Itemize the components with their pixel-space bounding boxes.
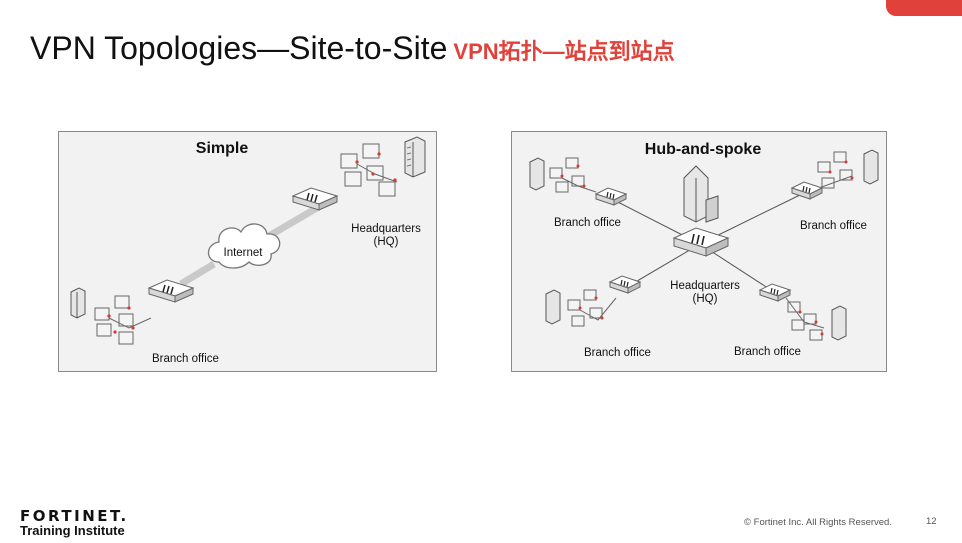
copyright-notice: © Fortinet Inc. All Rights Reserved. bbox=[744, 517, 892, 528]
hub-label-line1: Headquarters bbox=[670, 280, 740, 292]
fortinet-logo: FORTINET. bbox=[20, 507, 129, 526]
simple-diagram-title: Simple bbox=[196, 140, 249, 157]
training-institute-label: Training Institute bbox=[20, 523, 125, 538]
slide-title-chinese: VPN拓扑—站点到站点 bbox=[453, 39, 675, 64]
branch-label-top-left: Branch office bbox=[554, 217, 621, 229]
internet-cloud-icon bbox=[207, 223, 281, 269]
hub-and-spoke-panel: Headquarters (HQ) Branch office bbox=[511, 131, 887, 372]
branch-label-top-right: Branch office bbox=[800, 220, 867, 232]
hq-firewall-icon bbox=[291, 187, 339, 211]
branch-top-right-icon bbox=[790, 149, 879, 200]
hub-diagram-title: Hub-and-spoke bbox=[645, 141, 762, 158]
hq-building-icon bbox=[404, 136, 426, 178]
branch-label-bottom-left: Branch office bbox=[584, 347, 651, 359]
internet-label: Internet bbox=[224, 247, 264, 259]
hq-label-line2: (HQ) bbox=[374, 236, 399, 248]
vpn-tunnel-link bbox=[179, 261, 216, 287]
branch-bottom-left-icon bbox=[545, 275, 642, 327]
corner-accent-bar bbox=[886, 0, 962, 16]
hq-label-line1: Headquarters bbox=[351, 223, 421, 235]
hub-building-icon bbox=[683, 165, 719, 223]
branch-building-icon bbox=[70, 287, 86, 319]
page-number: 12 bbox=[926, 516, 937, 527]
simple-topology-panel: Internet Headquarters (HQ bbox=[58, 131, 437, 372]
branch-bottom-right-icon bbox=[758, 283, 847, 341]
hub-and-spoke-diagram: Headquarters (HQ) Branch office bbox=[529, 141, 879, 359]
simple-topology-diagram: Internet Headquarters (HQ bbox=[70, 136, 426, 365]
slide-title-english: VPN Topologies—Site-to-Site bbox=[30, 30, 448, 66]
fortinet-logo-text: FORTINET. bbox=[20, 507, 129, 525]
branch-label: Branch office bbox=[152, 353, 219, 365]
branch-label-bottom-right: Branch office bbox=[734, 346, 801, 358]
branch-firewall-icon bbox=[147, 279, 195, 303]
hq-workstations-icon bbox=[340, 143, 398, 197]
branch-top-left-icon bbox=[529, 157, 628, 206]
branch-workstations-icon bbox=[94, 295, 152, 345]
hub-firewall-icon bbox=[672, 227, 730, 257]
hub-label-line2: (HQ) bbox=[693, 293, 718, 305]
